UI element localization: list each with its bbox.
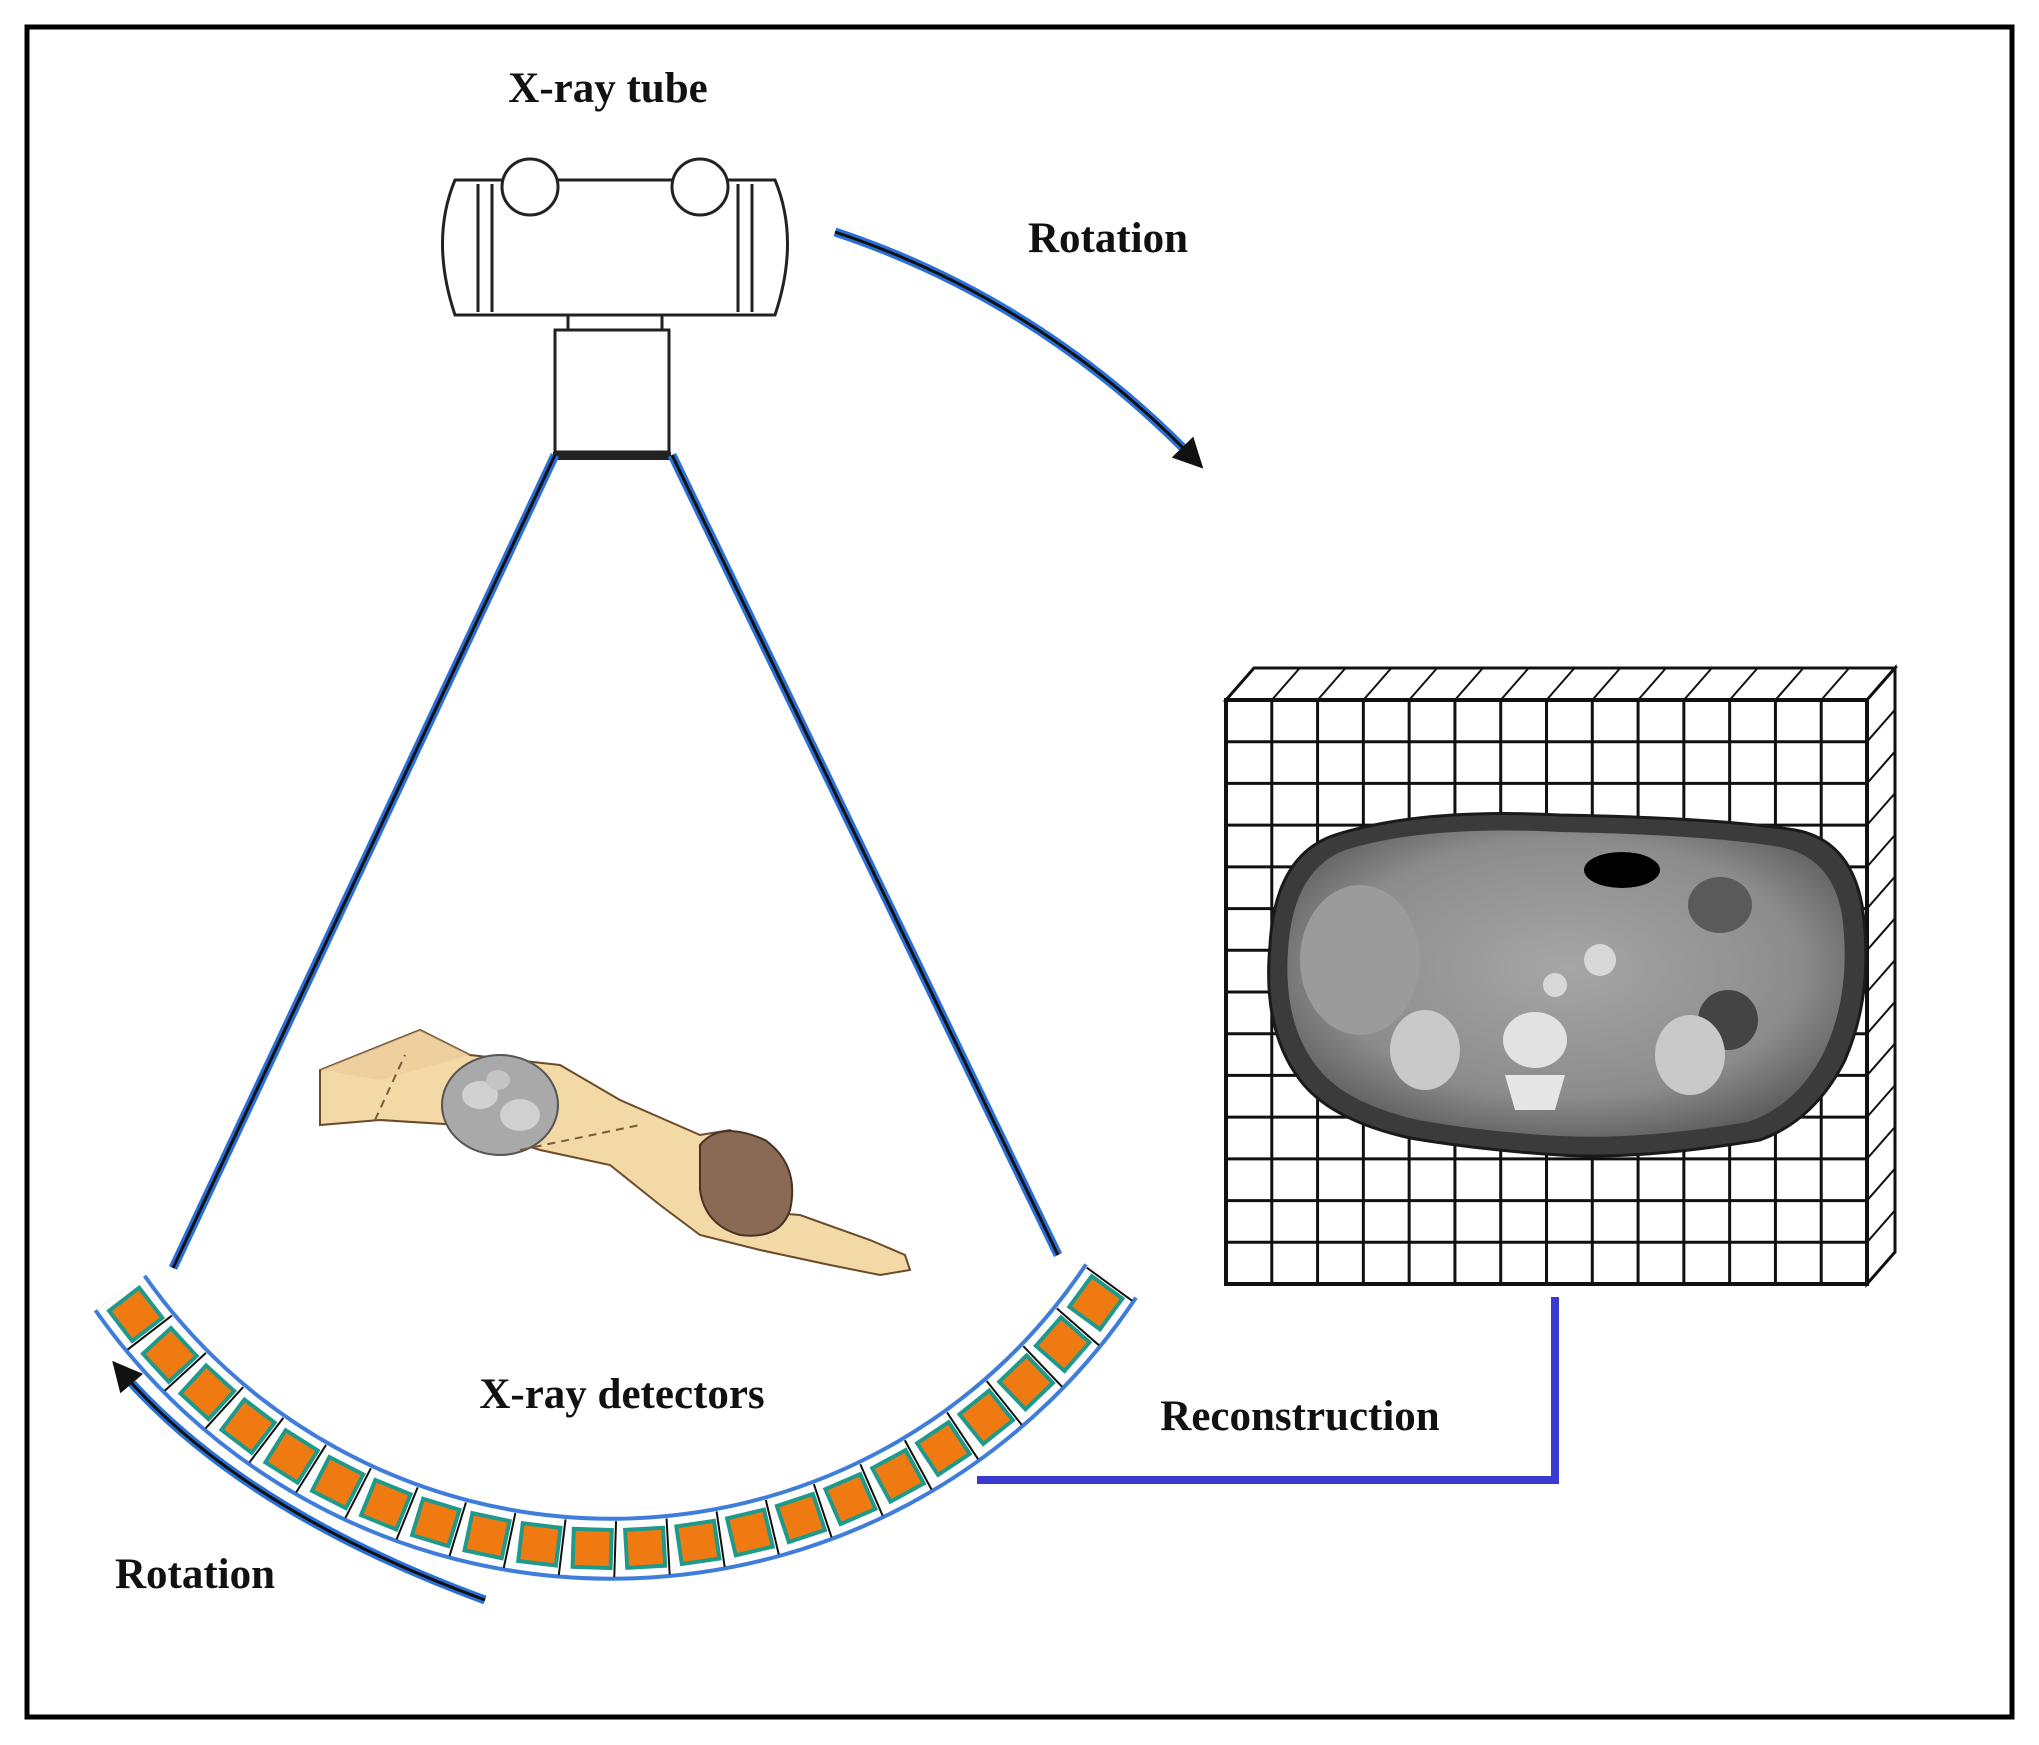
xray-tube-label: X-ray tube	[508, 65, 707, 112]
detector-cell-divider	[204, 1386, 244, 1430]
rotation-top-label: Rotation	[1028, 215, 1188, 262]
detector-cell	[822, 1471, 879, 1527]
detector-cell-divider	[164, 1352, 207, 1392]
xray-detectors-label: X-ray detectors	[479, 1371, 764, 1418]
grid-depth-line	[1866, 1209, 1896, 1243]
detector-cell	[774, 1491, 828, 1545]
grid-depth-line	[1866, 1084, 1896, 1118]
grid-depth-line	[1866, 750, 1896, 785]
detector-cell	[570, 1526, 614, 1571]
grid-depth-line	[1866, 709, 1896, 743]
detector-cell-divider	[126, 1314, 173, 1351]
detector-cell-divider	[903, 1439, 933, 1490]
grid-depth-line	[1591, 667, 1622, 701]
grid-depth-line	[1866, 917, 1896, 951]
rotation-arrow-top	[833, 227, 1204, 469]
detector-cell	[724, 1507, 776, 1558]
detector-cell-divider	[448, 1502, 467, 1557]
grid-depth-line	[1408, 667, 1438, 701]
rotation-arrow-bottom	[112, 1360, 487, 1605]
detector-cell	[262, 1427, 321, 1486]
detector-cell	[914, 1419, 973, 1478]
reconstruction-label: Reconstruction	[1160, 1393, 1440, 1440]
detector-cell	[996, 1352, 1056, 1413]
grid-depth-line	[1866, 1167, 1896, 1202]
detector-cell	[674, 1518, 722, 1567]
grid-depth-line	[1683, 667, 1713, 701]
detector-cell-divider	[395, 1487, 419, 1540]
grid-depth-line	[1316, 667, 1347, 701]
detector-cell-divider	[665, 1518, 671, 1575]
detector-cell	[462, 1510, 512, 1561]
grid-depth-line	[1271, 667, 1301, 701]
detector-array	[93, 1263, 1138, 1581]
ct-slice-icon	[1267, 812, 1868, 1158]
detector-cell-divider	[1056, 1307, 1100, 1347]
grid-depth-line	[1499, 667, 1530, 701]
grid-depth-line	[1362, 667, 1393, 701]
detector-cell	[515, 1521, 563, 1568]
detector-cell-divider	[344, 1467, 372, 1519]
grid-depth-line	[1728, 667, 1759, 701]
grid-depth-line	[1774, 667, 1805, 701]
grid-depth-line	[1866, 875, 1896, 910]
detector-cell	[869, 1447, 927, 1505]
rotation-bottom-label: Rotation	[115, 1551, 275, 1598]
grid-depth-line	[1545, 667, 1576, 701]
detector-cell	[106, 1284, 166, 1344]
detector-cell-divider	[985, 1380, 1023, 1426]
detector-cell	[1066, 1273, 1126, 1333]
grid-depth-line	[1637, 667, 1667, 701]
detector-cell-divider	[1022, 1345, 1063, 1388]
detector-cell	[177, 1362, 238, 1422]
xray-tube-icon	[441, 157, 789, 460]
detector-cell	[309, 1454, 366, 1511]
detector-cell	[358, 1477, 414, 1533]
detector-cell-divider	[812, 1483, 833, 1538]
grid-depth-line	[1454, 667, 1484, 701]
detector-cell	[956, 1387, 1016, 1447]
grid-depth-line	[1866, 834, 1896, 868]
grid-depth-line	[1866, 1126, 1896, 1160]
detector-cell-divider	[248, 1417, 285, 1464]
grid-depth-line	[1866, 1001, 1896, 1035]
detector-cell-divider	[557, 1519, 567, 1576]
detector-cell-divider	[946, 1411, 979, 1460]
detector-cell-divider	[1086, 1266, 1133, 1302]
detector-cell-divider	[502, 1512, 517, 1569]
grid-depth-line	[1866, 792, 1896, 826]
patient-icon	[319, 1028, 912, 1277]
detector-cell-divider	[764, 1499, 780, 1555]
detector-cell-divider	[715, 1511, 726, 1568]
detector-cell	[140, 1325, 200, 1385]
grid-depth-line	[1820, 667, 1850, 701]
detector-cell	[409, 1496, 462, 1549]
detector-cell-divider	[859, 1463, 884, 1517]
detector-cell	[623, 1525, 668, 1570]
grid-depth-line	[1866, 1042, 1896, 1077]
detector-cell-divider	[295, 1444, 327, 1493]
grid-depth-line	[1866, 959, 1896, 993]
detector-cell-divider	[613, 1521, 618, 1578]
reconstruction-connector	[977, 1297, 1559, 1484]
detector-cell	[218, 1396, 278, 1456]
detector-cell	[1033, 1314, 1093, 1374]
xray-beam	[168, 453, 1063, 1270]
